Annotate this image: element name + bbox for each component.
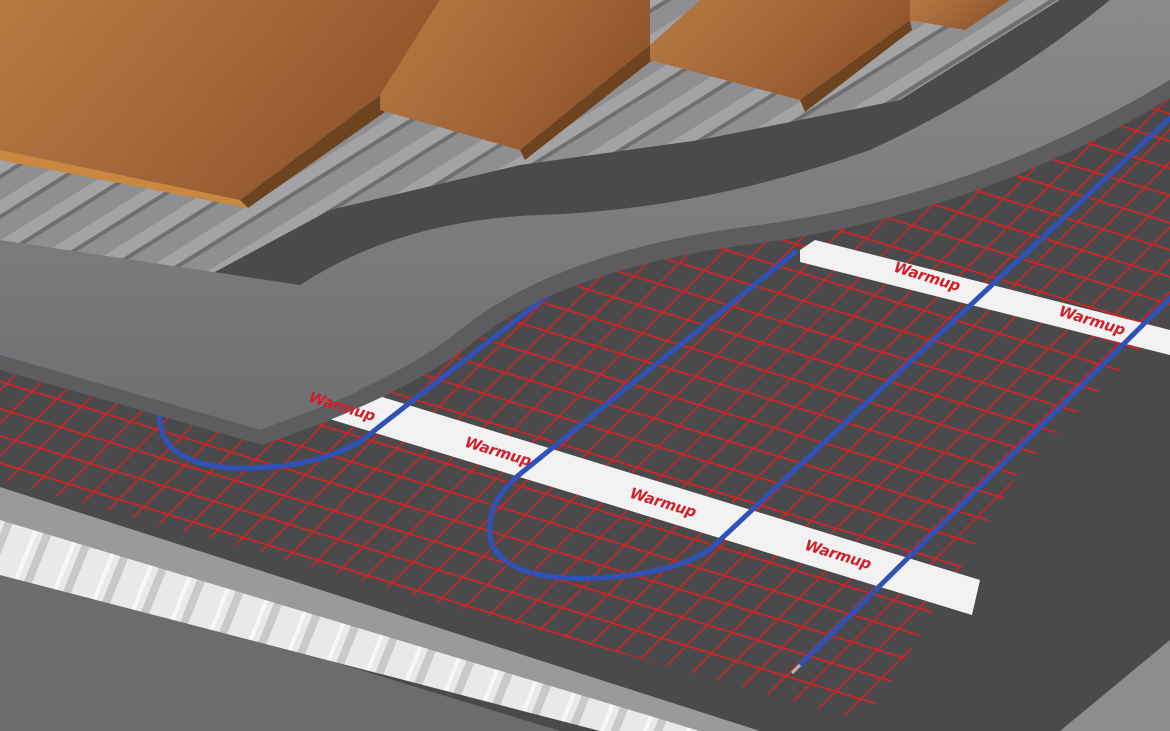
wood-planks [0, 0, 1010, 208]
right-edge-strip [1060, 640, 1170, 731]
concrete-edge [0, 487, 760, 731]
cable-end [790, 663, 802, 675]
leveling-board [0, 0, 1170, 430]
tape-strip-lower [300, 378, 980, 615]
tape-strip-upper [800, 240, 1170, 355]
